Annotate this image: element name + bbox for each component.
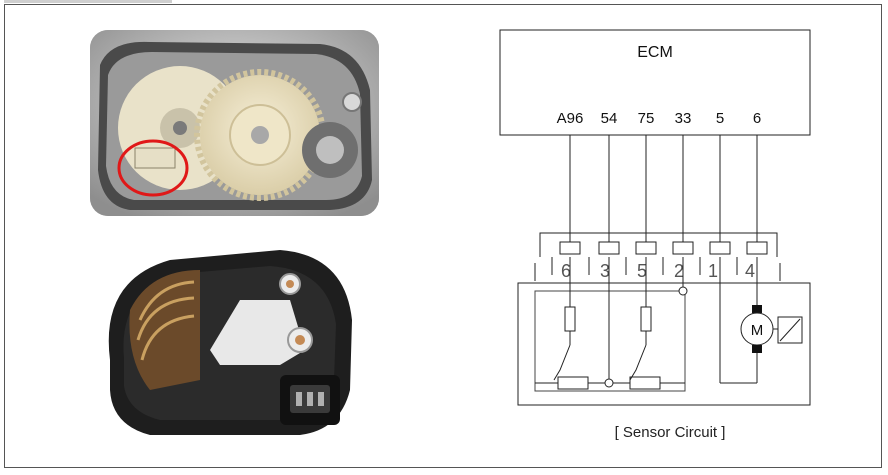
diagram-caption: [ Sensor Circuit ]	[614, 424, 726, 441]
sensor-housing	[517, 282, 811, 406]
connector-pin-label: 4	[745, 261, 755, 281]
harness-wires	[569, 135, 758, 242]
sensor-inner-box	[534, 290, 686, 392]
sensor-circuit-diagram: ECM A96 54 75 33 5 6 6 3 5 2 1 4	[499, 29, 811, 406]
junction-dot	[604, 378, 614, 388]
lead-frame	[210, 300, 305, 365]
sensor-highlight-circle	[117, 139, 189, 197]
resistor-1	[564, 306, 576, 332]
gear-assembly-illustration	[90, 30, 379, 216]
sensor-board-photo	[90, 240, 365, 440]
potentiometer-1	[557, 376, 589, 390]
ecm-pin-label: A96	[557, 110, 584, 127]
sensor-board-illustration	[108, 250, 352, 435]
gear-assembly-photo	[90, 30, 379, 216]
connector-pin-label: 3	[600, 261, 610, 281]
resistor-2	[640, 306, 652, 332]
ecm-pin-label: 33	[675, 110, 692, 127]
ecm-pin-label: 6	[753, 110, 761, 127]
connector	[534, 232, 781, 281]
connector-pin-label: 6	[561, 261, 571, 281]
content-frame	[4, 4, 882, 468]
top-tab-mark	[4, 0, 172, 3]
ecm-box	[499, 29, 811, 136]
motor-label: M	[751, 322, 764, 339]
ecm-label: ECM	[637, 44, 673, 61]
connector-pin-label: 5	[637, 261, 647, 281]
ecm-pin-label: 5	[716, 110, 724, 127]
potentiometer-2	[629, 376, 661, 390]
connector-pin-label: 1	[708, 261, 718, 281]
motor-brush-bottom	[752, 345, 762, 353]
ecm-pin-label: 75	[638, 110, 655, 127]
motor-brush-top	[752, 305, 762, 313]
connector-pin-label: 2	[674, 261, 684, 281]
junction-dot	[678, 286, 688, 296]
ecm-pin-label: 54	[601, 110, 618, 127]
